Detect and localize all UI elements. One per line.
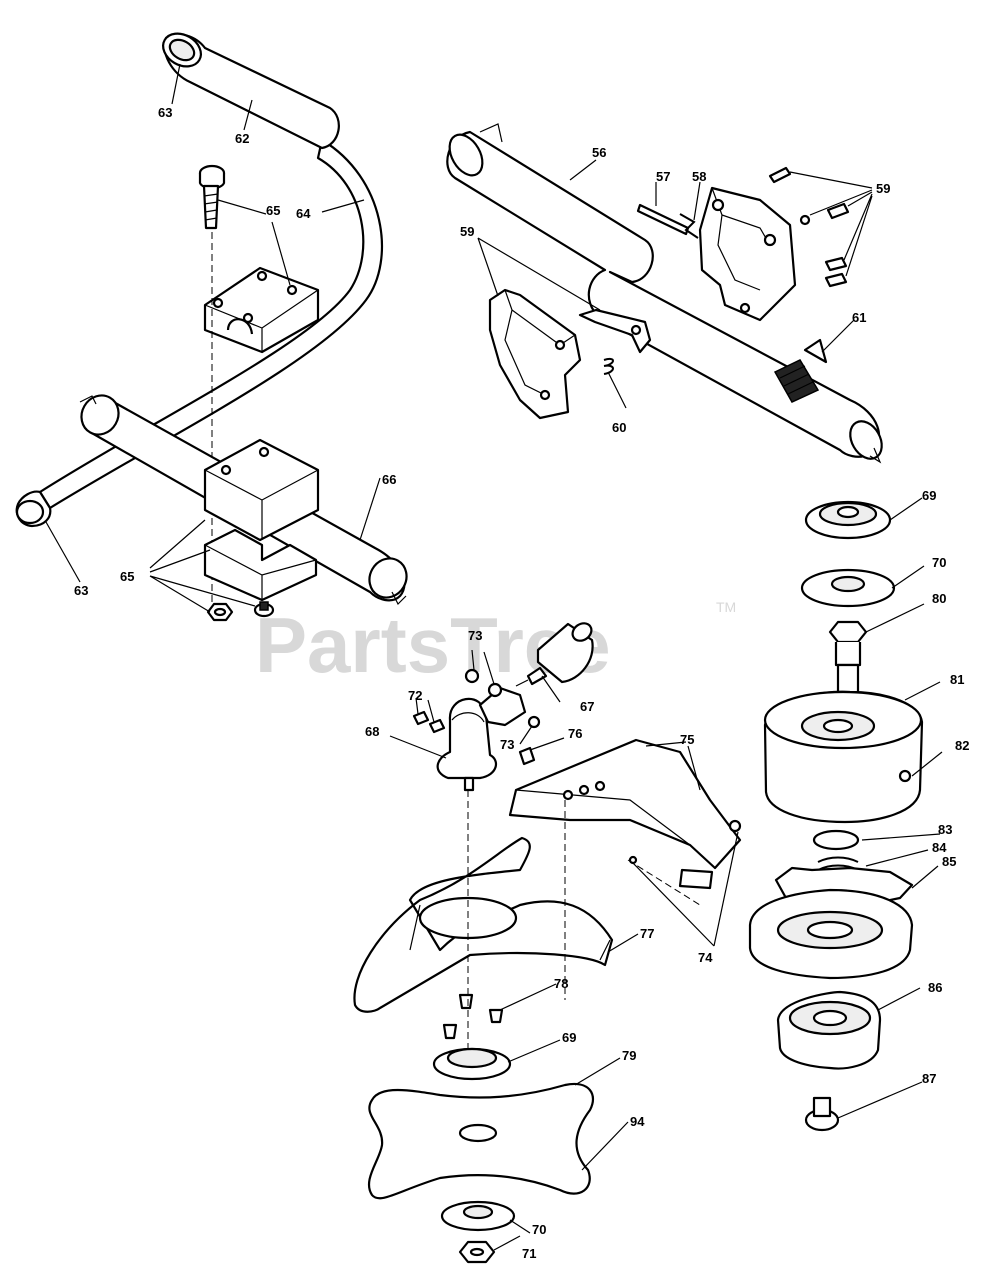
adapter-washer (800, 568, 896, 608)
callout-87: 87 (922, 1071, 936, 1086)
callout-76: 76 (568, 726, 582, 741)
knob-screw (804, 1096, 840, 1132)
callout-67: 67 (580, 699, 594, 714)
callout-69-right: 69 (922, 488, 936, 503)
callout-83: 83 (938, 822, 952, 837)
callout-61: 61 (852, 310, 866, 325)
line-spool (748, 866, 914, 980)
mount-bolts (412, 710, 446, 734)
cup-washer-lower (432, 1047, 512, 1081)
screws-right (768, 166, 850, 288)
callout-72: 72 (408, 688, 422, 703)
shaft-coupling (515, 622, 594, 687)
callout-75: 75 (680, 732, 694, 747)
retainer-clip (812, 829, 860, 851)
guard-clip (518, 746, 536, 766)
callout-58: 58 (692, 169, 706, 184)
spool-spring (817, 856, 859, 887)
handle-bolt (198, 164, 226, 230)
callout-74: 74 (698, 950, 713, 965)
drive-shaft (446, 123, 883, 464)
callout-63-top: 63 (158, 105, 172, 120)
bottom-clamp (203, 528, 318, 602)
callout-65-top: 65 (266, 203, 280, 218)
callout-94: 94 (630, 1114, 645, 1129)
trigger-spring (603, 357, 614, 375)
callout-62: 62 (235, 131, 249, 146)
leader-lines (45, 63, 943, 1251)
cup-washer-upper (804, 500, 892, 540)
callout-71: 71 (522, 1246, 536, 1261)
guard-screws (442, 993, 504, 1040)
bump-knob (776, 990, 882, 1070)
callout-79: 79 (622, 1048, 636, 1063)
callout-73-top: 73 (468, 628, 482, 643)
housing-left (488, 288, 582, 420)
trigger-lever (578, 308, 652, 354)
arbor-bolt (828, 620, 868, 697)
callout-85: 85 (942, 854, 956, 869)
guard-extension (508, 738, 742, 870)
callout-81: 81 (950, 672, 964, 687)
callout-86: 86 (928, 980, 942, 995)
callout-65-bottom: 65 (120, 569, 134, 584)
callout-70-bottom: 70 (532, 1222, 546, 1237)
callout-78: 78 (554, 976, 568, 991)
spool-housing (763, 690, 924, 824)
callout-63-bottom: 63 (74, 583, 88, 598)
assembly-lines-mid (467, 790, 701, 1060)
callout-66: 66 (382, 472, 396, 487)
watermark-trademark: TM (716, 599, 736, 615)
callout-60: 60 (612, 420, 626, 435)
callout-77: 77 (640, 926, 654, 941)
hex-nut (206, 602, 234, 622)
callout-82: 82 (955, 738, 969, 753)
callout-80: 80 (932, 591, 946, 606)
callout-69-bottom: 69 (562, 1030, 576, 1045)
clip-spring (679, 213, 699, 239)
cutting-blade (367, 1082, 595, 1200)
callout-59-left: 59 (460, 224, 474, 239)
housing-right (698, 186, 797, 322)
callout-70-right: 70 (932, 555, 946, 570)
callout-84: 84 (932, 840, 947, 855)
upper-clamp (203, 266, 320, 354)
small-screws (464, 668, 541, 729)
callout-64: 64 (296, 206, 311, 221)
handle-grip (162, 32, 340, 150)
pin (636, 203, 690, 236)
callout-68: 68 (365, 724, 379, 739)
lower-clamp-block (203, 438, 320, 542)
lock-washer (253, 601, 275, 618)
callout-57: 57 (656, 169, 670, 184)
callout-73-bottom: 73 (500, 737, 514, 752)
trimmer-guard (353, 836, 614, 1013)
callout-59-right: 59 (876, 181, 890, 196)
watermark: PartsTree TM (255, 599, 736, 689)
line-cutter-blade (628, 855, 714, 890)
callout-56: 56 (592, 145, 606, 160)
blade-washer-lower (440, 1200, 516, 1232)
callout-labels: 63 62 65 64 66 65 63 56 57 58 59 59 61 6… (74, 105, 969, 1261)
blade-nut (458, 1240, 496, 1264)
j-handle-tube (15, 138, 384, 528)
